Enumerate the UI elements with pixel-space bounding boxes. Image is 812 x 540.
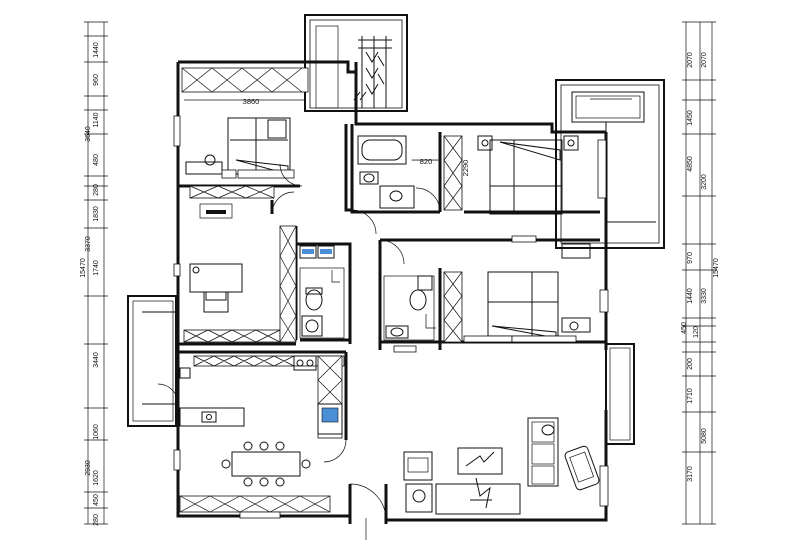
blue-tile-2 (320, 249, 332, 254)
left-dim-12: 1060 (93, 424, 100, 440)
armchair (564, 445, 600, 491)
bath-depth-label: 2290 (461, 160, 470, 177)
door-swings (323, 209, 387, 540)
right-dim-4: 4850 (687, 156, 694, 172)
right-dim-6: 970 (687, 252, 694, 264)
right-dim-7: 3330 (701, 288, 708, 304)
right-dim-8: 1440 (687, 288, 694, 304)
right-dim-10: 450 (681, 322, 688, 334)
left-dim-total: 15470 (80, 258, 87, 278)
small-bathroom (299, 245, 345, 339)
right-dim-13: 5080 (701, 428, 708, 444)
right-dimension-chain: 2070 2070 1450 4850 3200 970 3330 1440 1… (681, 21, 720, 525)
right-dim-11: 200 (687, 358, 694, 370)
left-dim-7: 1830 (93, 206, 100, 222)
exterior-walls (176, 60, 608, 524)
kitchen (157, 355, 345, 439)
left-dimension-chain: 1440 960 1140 3640 480 280 1830 1740 337… (80, 21, 108, 526)
south-east-bay (605, 343, 635, 445)
west-balcony (127, 295, 177, 427)
east-balcony (555, 79, 665, 249)
right-dim-14: 3170 (687, 466, 694, 482)
left-dim-4: 3640 (85, 126, 92, 142)
bathroom-middle (383, 275, 436, 353)
right-dim-5: 3200 (701, 174, 708, 190)
dining-area (173, 441, 331, 519)
left-dim-10: 3440 (93, 352, 100, 368)
right-dim-2: 2070 (701, 52, 708, 68)
bedroom-width-label: 3860 (243, 97, 260, 106)
left-dim-11: 2930 (85, 460, 92, 476)
left-dim-9: 3370 (85, 236, 92, 252)
left-dim-15: 280 (93, 514, 100, 526)
bookshelf-dots (199, 203, 233, 219)
left-dim-6: 280 (93, 184, 100, 196)
master-bedroom: 3860 (173, 67, 309, 277)
left-dim-8: 1740 (93, 260, 100, 276)
right-dim-9: 120 (693, 326, 700, 338)
bedroom-middle-right (379, 239, 609, 343)
right-dim-1: 2070 (687, 52, 694, 68)
left-dim-13: 1620 (93, 470, 100, 486)
blue-tile-1 (302, 249, 314, 254)
fridge-screen (321, 407, 339, 423)
right-dim-3: 1450 (687, 110, 694, 126)
left-dim-1: 1440 (93, 42, 100, 58)
bathroom-upper: 820 2290 (357, 135, 470, 213)
left-dim-14: 450 (93, 494, 100, 506)
left-dim-5: 480 (93, 154, 100, 166)
bath-width-label: 820 (420, 157, 433, 166)
bedroom-upper-right (477, 135, 607, 243)
right-dim-12: 1710 (687, 388, 694, 404)
left-dim-3: 1140 (93, 112, 100, 127)
study (183, 191, 297, 343)
left-dim-2: 960 (93, 74, 100, 86)
right-dim-total: 15470 (713, 258, 720, 278)
living-room (403, 417, 609, 515)
